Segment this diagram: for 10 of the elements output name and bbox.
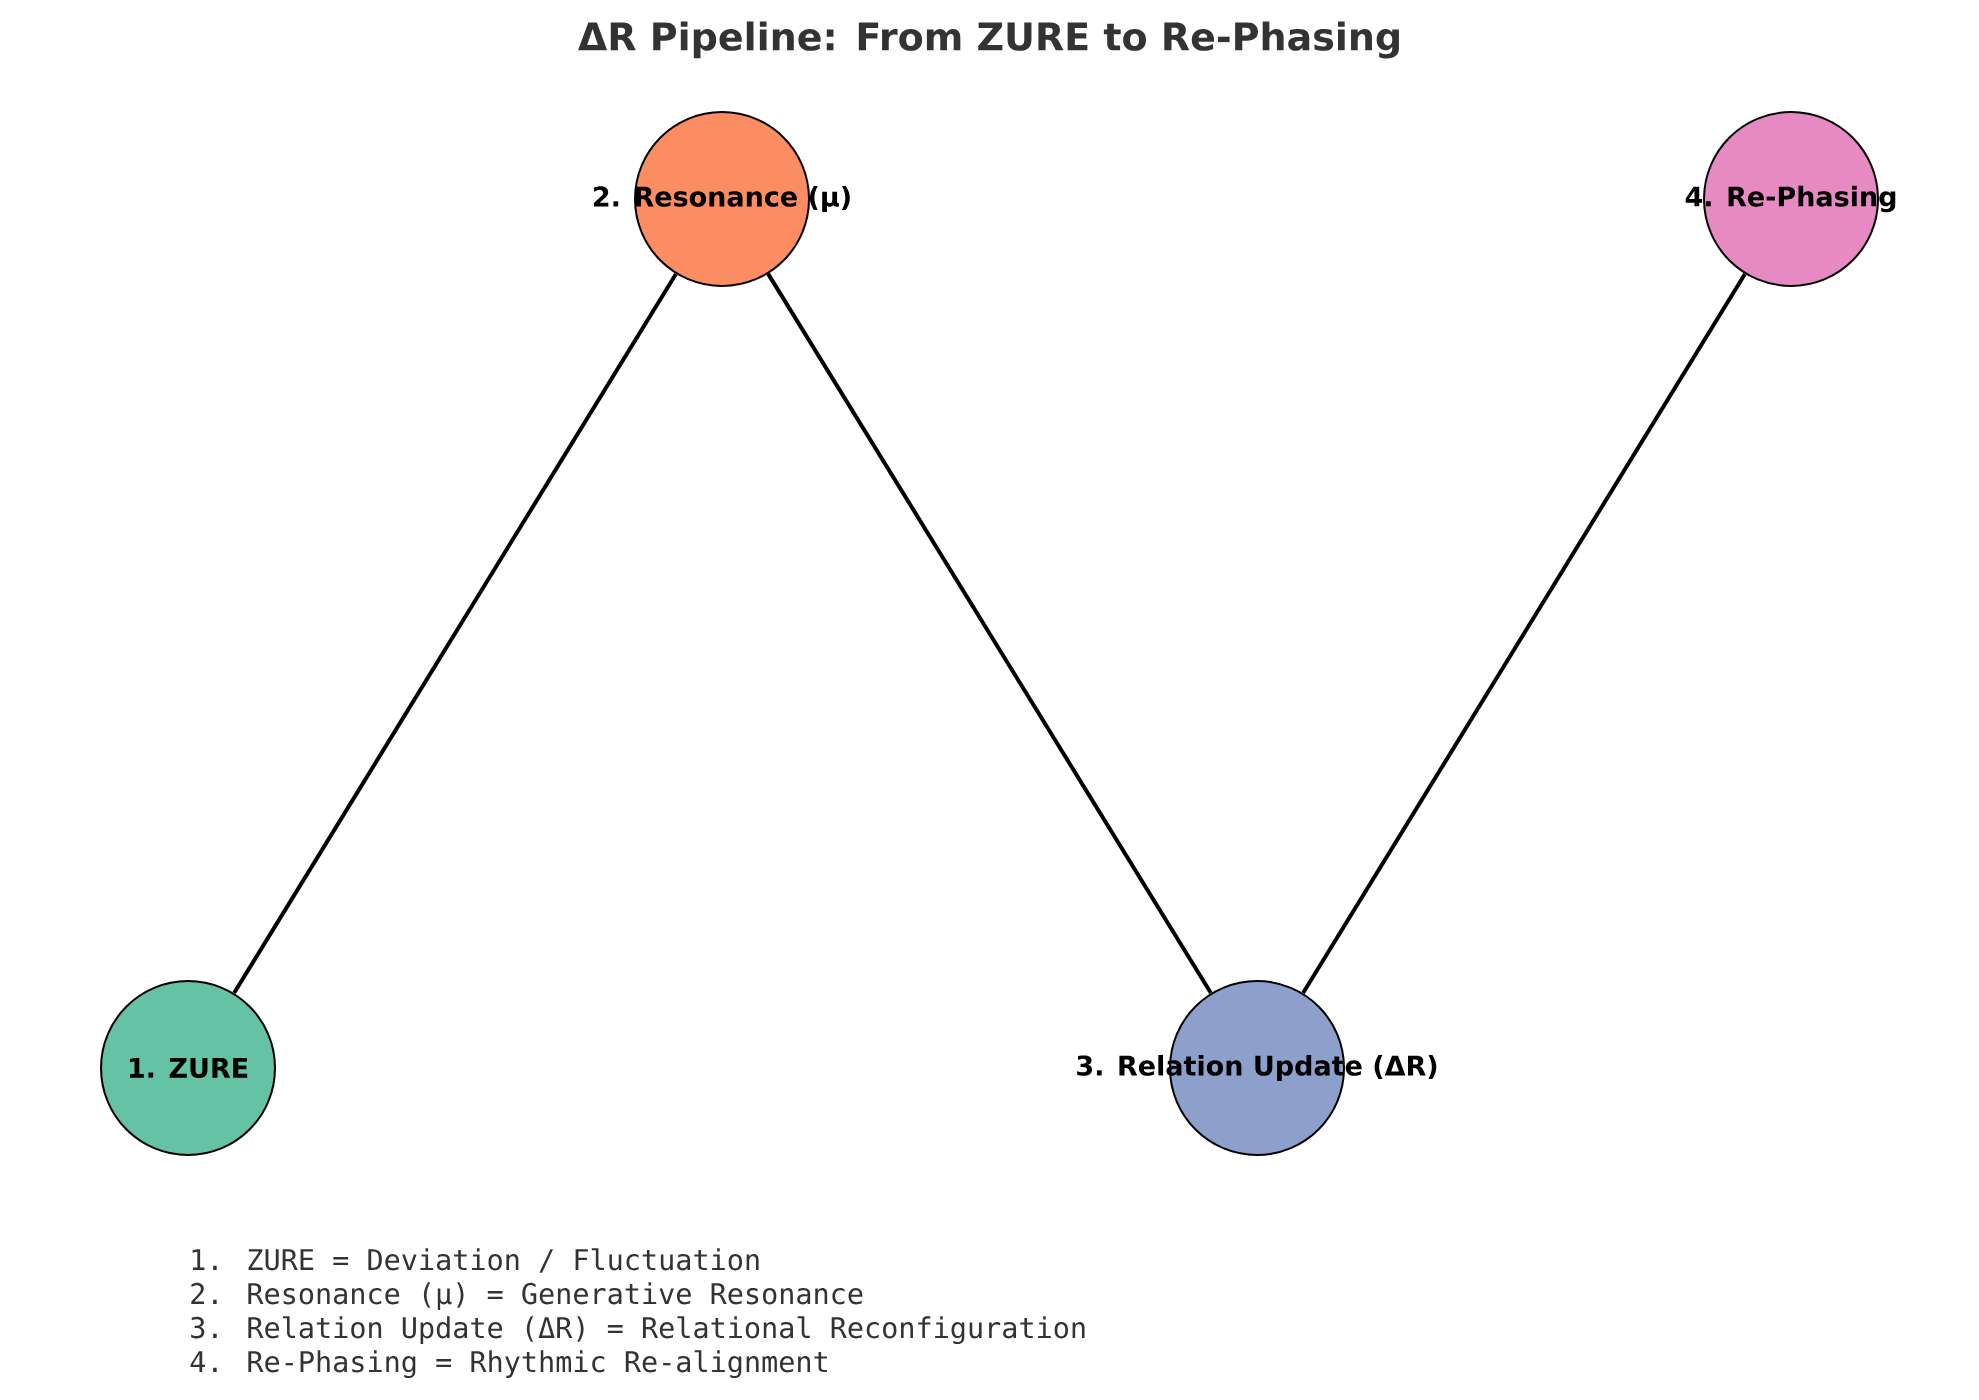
connector-line bbox=[766, 272, 1213, 995]
connector-line bbox=[1301, 272, 1747, 995]
circle-node: 1. ZURE bbox=[100, 980, 276, 1156]
legend-text: 4. Re-Phasing = Rhythmic Re-alignment bbox=[190, 1350, 827, 1379]
circle-node: 2. Resonance (μ) bbox=[594, 111, 850, 287]
legend-text: 3. Relation Update (ΔR) = Relational Reconfiguration bbox=[191, 1316, 1085, 1345]
title: ΔR Pipeline: From ZURE to Re-Phasing bbox=[578, 21, 1399, 59]
connector-line bbox=[232, 272, 678, 995]
legend-text: 1. ZURE = Deviation / Fluctuation bbox=[192, 1248, 759, 1273]
legend-text: 2. Resonance (μ) = Generative Resonance bbox=[191, 1282, 863, 1310]
